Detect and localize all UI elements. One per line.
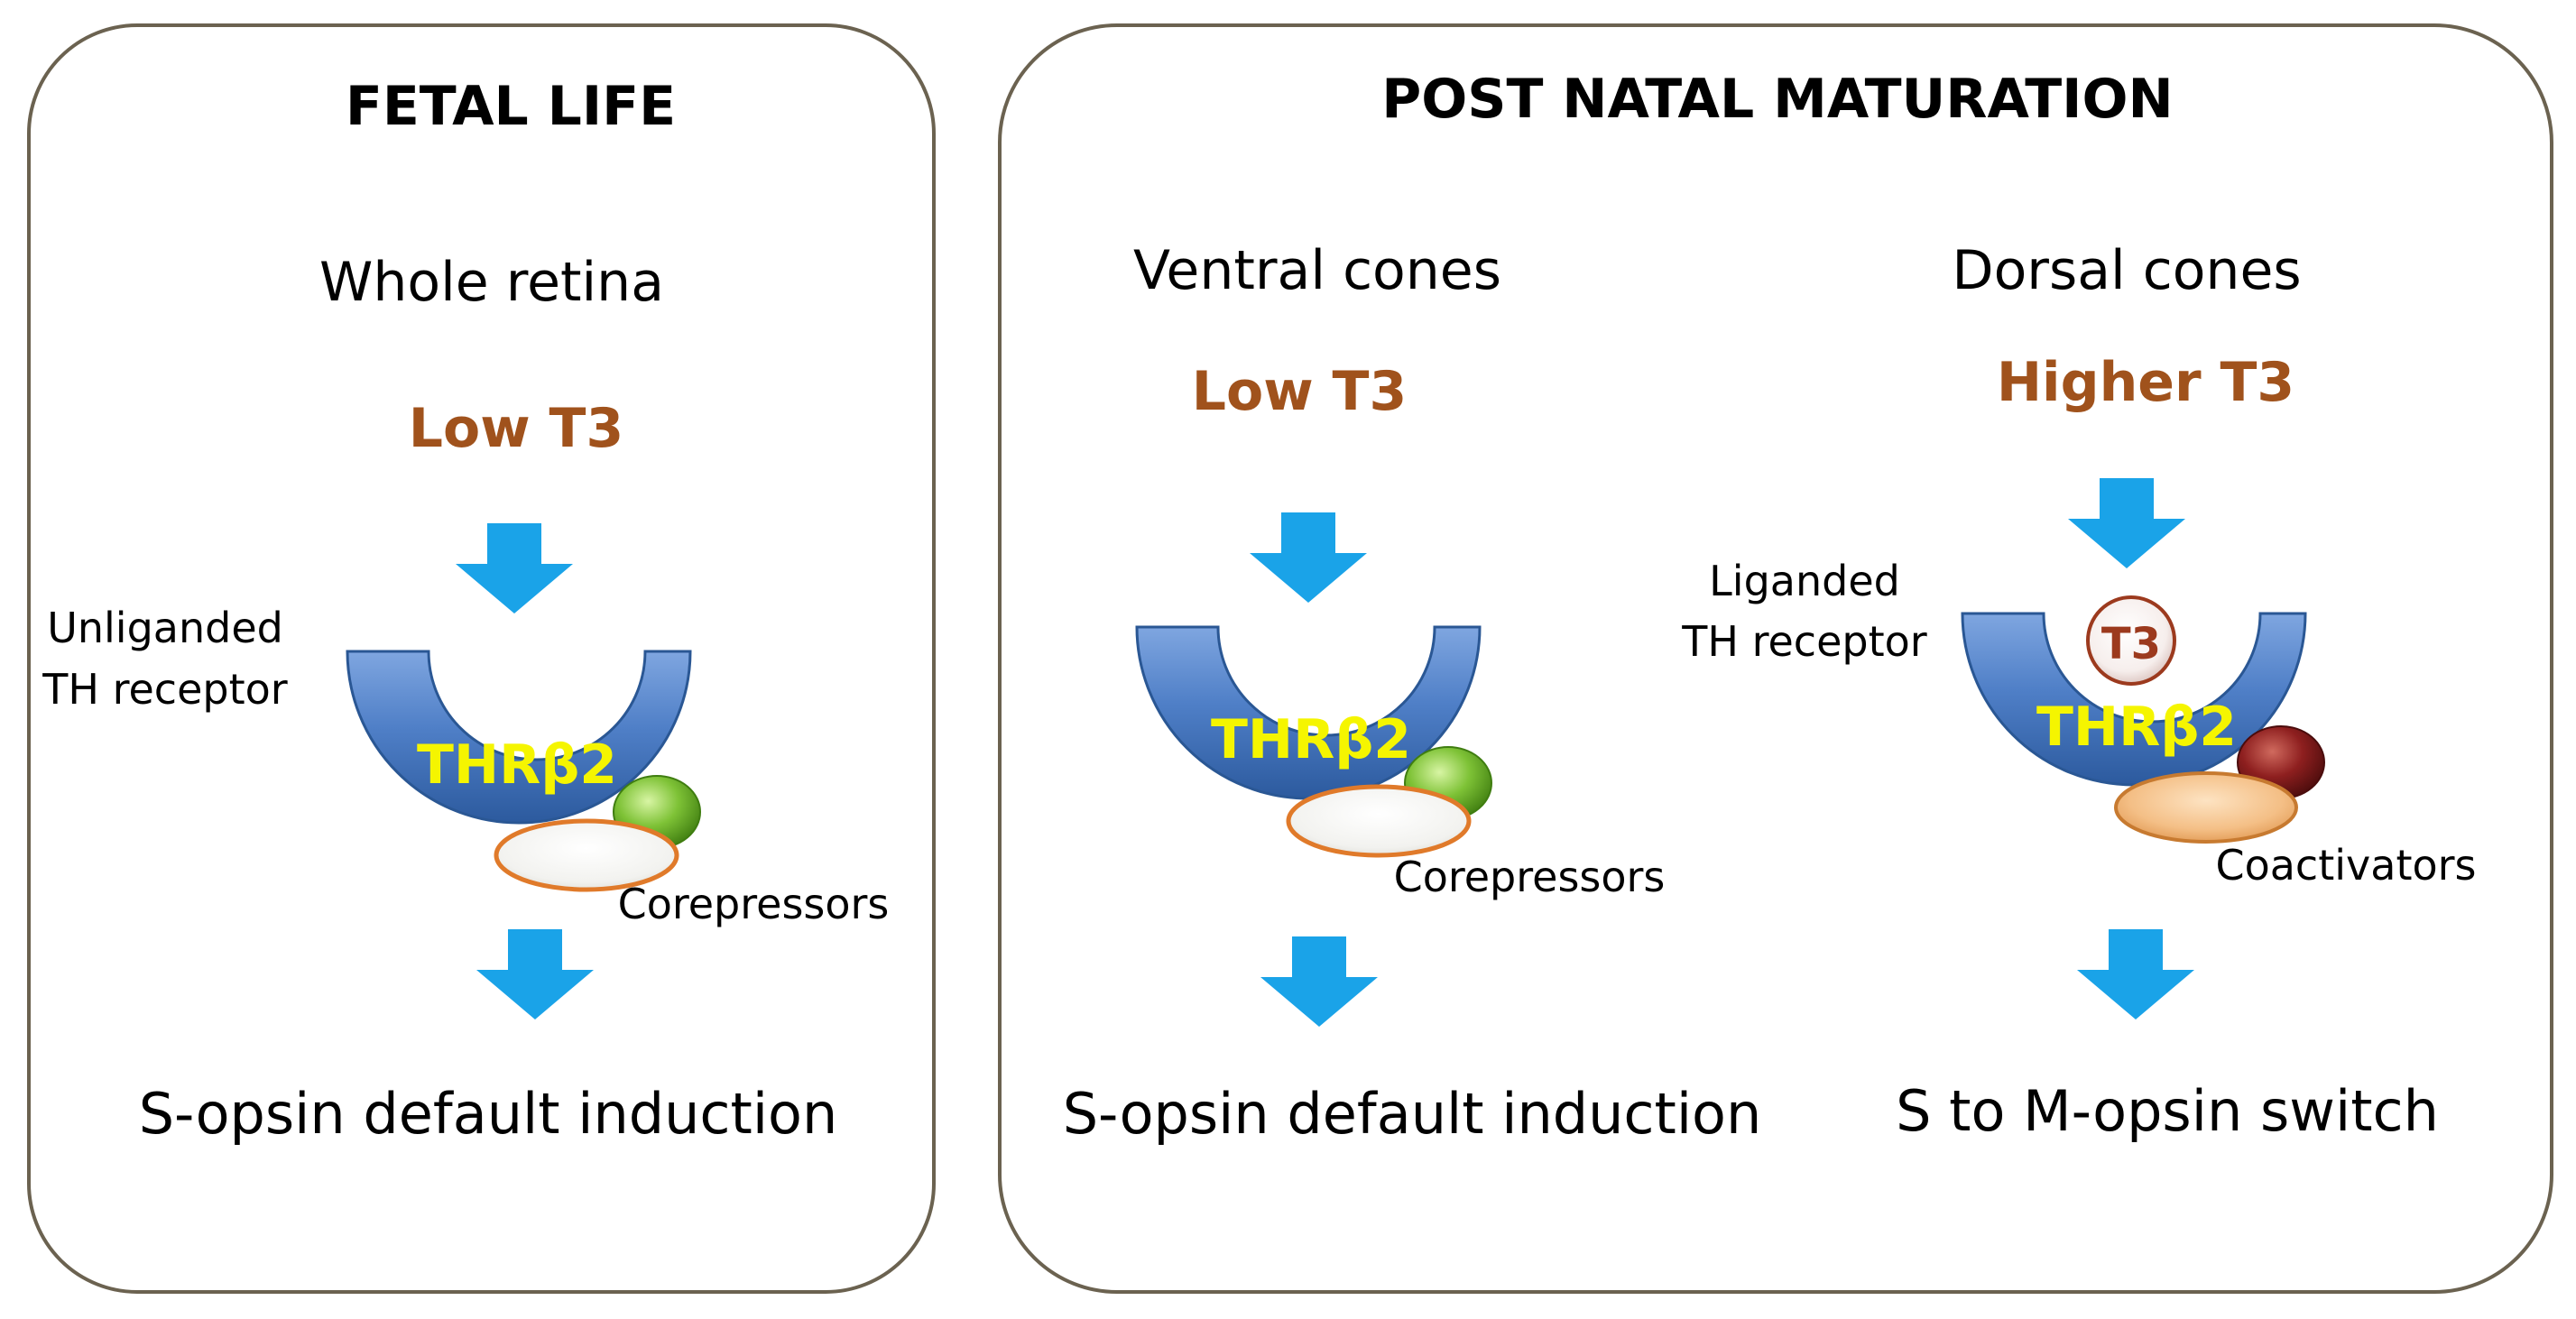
receptor-label-line2: TH receptor — [42, 665, 287, 714]
partner-label: Coactivators — [2215, 841, 2476, 890]
column-ventral-cones: Ventral cones Low T3 THRβ2 Corepressors … — [1063, 239, 1762, 1147]
outcome-label: S-opsin default induction — [139, 1081, 838, 1147]
outcome-label: S to M-opsin switch — [1896, 1078, 2439, 1144]
down-arrow-icon — [2077, 929, 2194, 1019]
down-arrow-icon — [2068, 478, 2185, 568]
coactivator-disc-icon — [2114, 771, 2298, 844]
down-arrow-icon — [1250, 512, 1367, 603]
outcome-label: S-opsin default induction — [1063, 1081, 1762, 1147]
partner-label: Corepressors — [1394, 853, 1666, 901]
panel-fetal-life — [27, 23, 936, 1294]
t3-level-label: Higher T3 — [1997, 351, 2294, 414]
ligand-label: T3 — [2101, 619, 2161, 669]
corepressor-disc-icon — [1286, 784, 1472, 858]
down-arrow-icon — [456, 523, 573, 613]
column-dorsal-cones: Dorsal cones Higher T3 Liganded TH recep… — [1681, 239, 2476, 1144]
partner-label: Corepressors — [618, 880, 890, 928]
t3-level-label: Low T3 — [1192, 360, 1407, 423]
condition-label: Dorsal cones — [1952, 239, 2301, 302]
column-whole-retina: Whole retina Low T3 Unliganded TH recept… — [42, 251, 889, 1147]
receptor-name-label: THRβ2 — [2036, 696, 2237, 759]
panel-title-post-natal-maturation: POST NATAL MATURATION — [1381, 68, 2173, 131]
thr-beta2-receptor-shape — [1135, 625, 1482, 800]
thr-beta2-receptor-shape — [1961, 612, 2307, 787]
down-arrow-icon — [1260, 936, 1378, 1027]
condition-label: Ventral cones — [1133, 239, 1501, 302]
corepressor-disc-icon — [494, 818, 679, 892]
down-arrow-icon — [476, 929, 594, 1019]
receptor-label-line1: Unliganded — [47, 604, 283, 652]
t3-level-label: Low T3 — [409, 397, 623, 460]
thr-beta2-receptor-shape — [346, 650, 692, 825]
condition-label: Whole retina — [319, 251, 664, 314]
receptor-label-line2: TH receptor — [1681, 617, 1926, 666]
t3-ligand-ball-icon — [2086, 595, 2176, 686]
panel-title-fetal-life: FETAL LIFE — [346, 75, 676, 138]
receptor-label-line1: Liganded — [1709, 557, 1900, 605]
receptor-name-label: THRβ2 — [417, 733, 617, 797]
receptor-name-label: THRβ2 — [1211, 708, 1411, 771]
